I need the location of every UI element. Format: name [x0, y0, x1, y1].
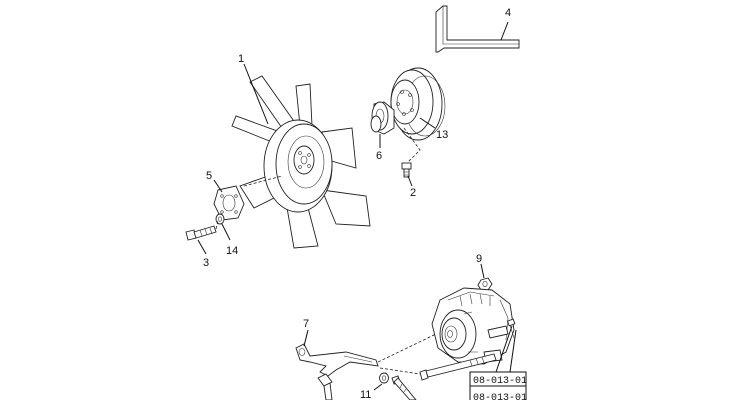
alignment-line	[379, 367, 421, 375]
callout-14: 14	[226, 245, 238, 257]
leader-5	[213, 179, 223, 193]
leader-7	[303, 329, 309, 347]
ref-leader	[509, 329, 517, 373]
nut-9	[477, 277, 493, 291]
washer-11	[379, 372, 389, 384]
cooling-fan	[231, 75, 371, 249]
callout-6: 6	[376, 150, 382, 162]
callout-1: 1	[238, 53, 244, 65]
alignment-line	[215, 220, 219, 230]
leader-9	[480, 263, 485, 279]
alignment-line	[243, 175, 283, 187]
callout-9: 9	[476, 253, 482, 265]
reference-box: 08-013-01 08-013-01	[469, 371, 527, 400]
v-belt	[435, 5, 520, 53]
leader-2	[407, 175, 413, 187]
bolt-3	[185, 225, 217, 241]
leader-1	[243, 63, 269, 125]
reference-code-lower: 08-013-01	[473, 393, 527, 400]
leader-11	[373, 383, 383, 391]
adjust-bolt	[391, 375, 417, 400]
callout-4: 4	[505, 7, 511, 19]
alternator-through-bolt	[419, 353, 497, 381]
ref-leader	[495, 325, 513, 373]
fan-pulley	[390, 67, 446, 141]
callout-11: 11	[360, 389, 371, 400]
flange-plate	[213, 185, 245, 221]
bracket-bolt	[317, 373, 333, 400]
leader-13	[419, 117, 436, 129]
callout-3: 3	[203, 257, 209, 269]
fan-blade	[249, 75, 297, 129]
bolt-2	[401, 162, 412, 178]
leader-4	[500, 21, 509, 41]
reference-code: 08-013-01	[473, 376, 527, 387]
leader-14	[221, 223, 231, 241]
callout-7: 7	[303, 318, 309, 330]
fan-blade	[321, 189, 371, 227]
alternator-mount-bolt	[506, 318, 516, 339]
washer-14	[215, 213, 225, 225]
adjust-bracket	[295, 343, 379, 377]
callout-2: 2	[410, 187, 416, 199]
alignment-line	[403, 127, 421, 163]
spacer-hub	[370, 101, 395, 135]
alternator	[431, 287, 515, 365]
callout-5: 5	[206, 170, 212, 182]
callout-13: 13	[436, 129, 448, 141]
alignment-line	[377, 333, 437, 363]
leader-3	[197, 239, 207, 255]
